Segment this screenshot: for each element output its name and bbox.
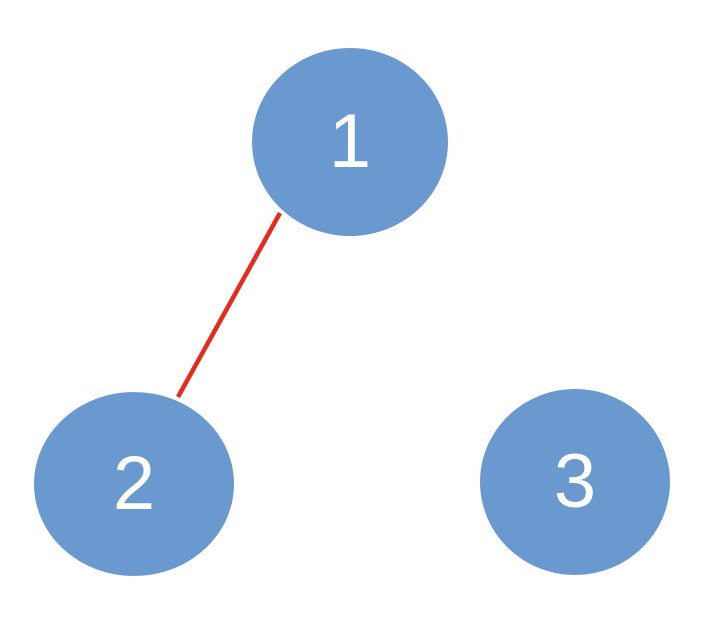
graph-node-2[interactable]: 2 <box>34 392 234 576</box>
node-2-label: 2 <box>112 441 156 526</box>
graph-node-1[interactable]: 1 <box>252 48 448 236</box>
graph-node-3[interactable]: 3 <box>480 389 670 575</box>
edge-node1-node2[interactable] <box>176 211 282 399</box>
node-1-label: 1 <box>328 99 372 184</box>
node-3-label: 3 <box>553 439 597 524</box>
